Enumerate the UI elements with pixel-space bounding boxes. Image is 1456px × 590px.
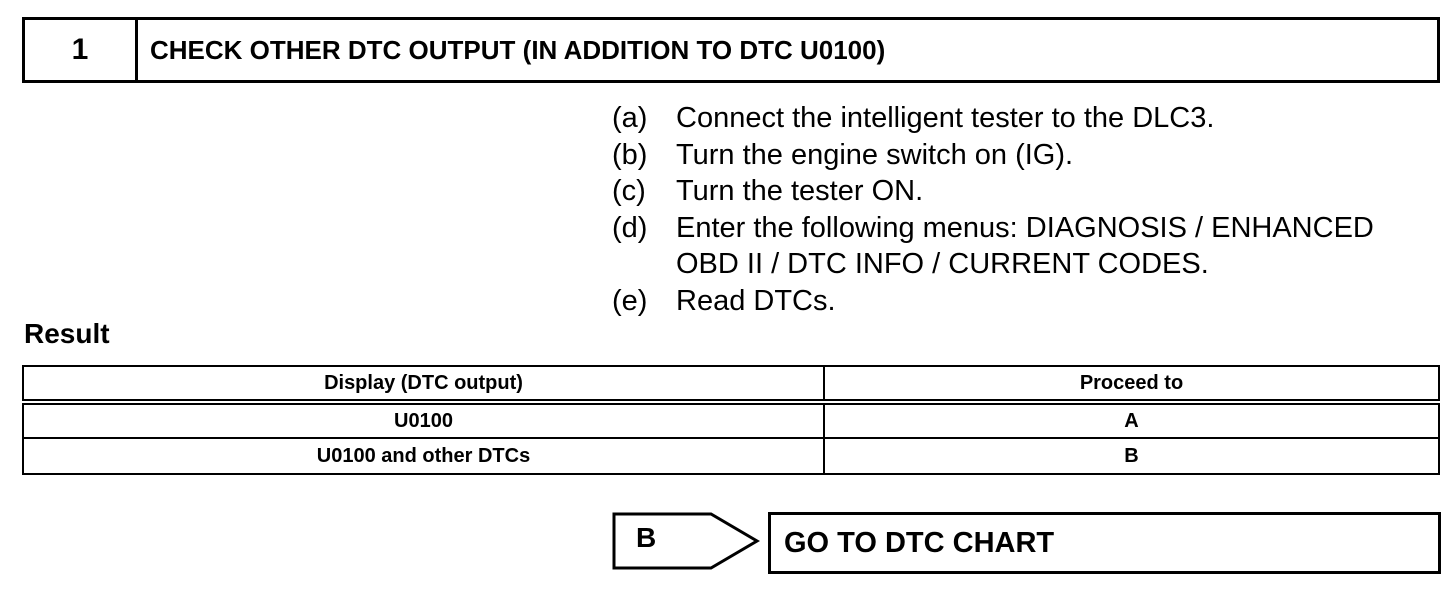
- procedure-letter: (d): [612, 211, 648, 244]
- table-row: U0100 A: [22, 401, 1440, 439]
- procedure-item: (d) Enter the following menus: DIAGNOSIS…: [612, 210, 1436, 283]
- procedure-letter: (e): [612, 284, 648, 317]
- table-row: U0100 and other DTCs B: [22, 437, 1440, 475]
- table-cell-display: U0100 and other DTCs: [22, 437, 825, 475]
- go-to-dtc-chart-box: GO TO DTC CHART: [768, 512, 1441, 574]
- procedure-item: (c) Turn the tester ON.: [612, 173, 1436, 210]
- procedure-letter: (b): [612, 138, 648, 171]
- column-header-display: Display (DTC output): [22, 365, 825, 405]
- branch-arrow-tag: B: [612, 512, 762, 570]
- procedure-text: Read DTCs.: [676, 284, 836, 317]
- table-header-row: Display (DTC output) Proceed to: [22, 365, 1440, 405]
- procedure-letter: (a): [612, 102, 648, 134]
- column-header-proceed: Proceed to: [823, 365, 1440, 405]
- procedure-item: (a) Connect the intelligent tester to th…: [612, 100, 1436, 137]
- result-heading: Result: [24, 318, 110, 349]
- procedure-text: Turn the tester ON.: [676, 175, 924, 207]
- procedure-item: (b) Turn the engine switch on (IG).: [612, 137, 1436, 174]
- result-table: Display (DTC output) Proceed to U0100 A …: [22, 365, 1440, 475]
- procedure-list: (a) Connect the intelligent tester to th…: [612, 100, 1436, 319]
- procedure-text: Turn the engine switch on (IG).: [676, 138, 1074, 171]
- procedure-text: Enter the following menus: DIAGNOSIS / E…: [676, 211, 1374, 281]
- table-cell-proceed: A: [823, 401, 1440, 439]
- table-cell-display: U0100: [22, 401, 825, 439]
- procedure-letter: (c): [612, 175, 646, 207]
- step-title: CHECK OTHER DTC OUTPUT (IN ADDITION TO D…: [150, 34, 886, 65]
- table-cell-proceed: B: [823, 437, 1440, 475]
- branch-letter: B: [636, 522, 657, 553]
- procedure-text: Connect the intelligent tester to the DL…: [676, 102, 1215, 134]
- step-header: 1 CHECK OTHER DTC OUTPUT (IN ADDITION TO…: [22, 17, 1440, 83]
- arrow-tag-icon: [612, 512, 760, 570]
- step-number: 1: [25, 20, 138, 80]
- procedure-item: (e) Read DTCs.: [612, 283, 1436, 320]
